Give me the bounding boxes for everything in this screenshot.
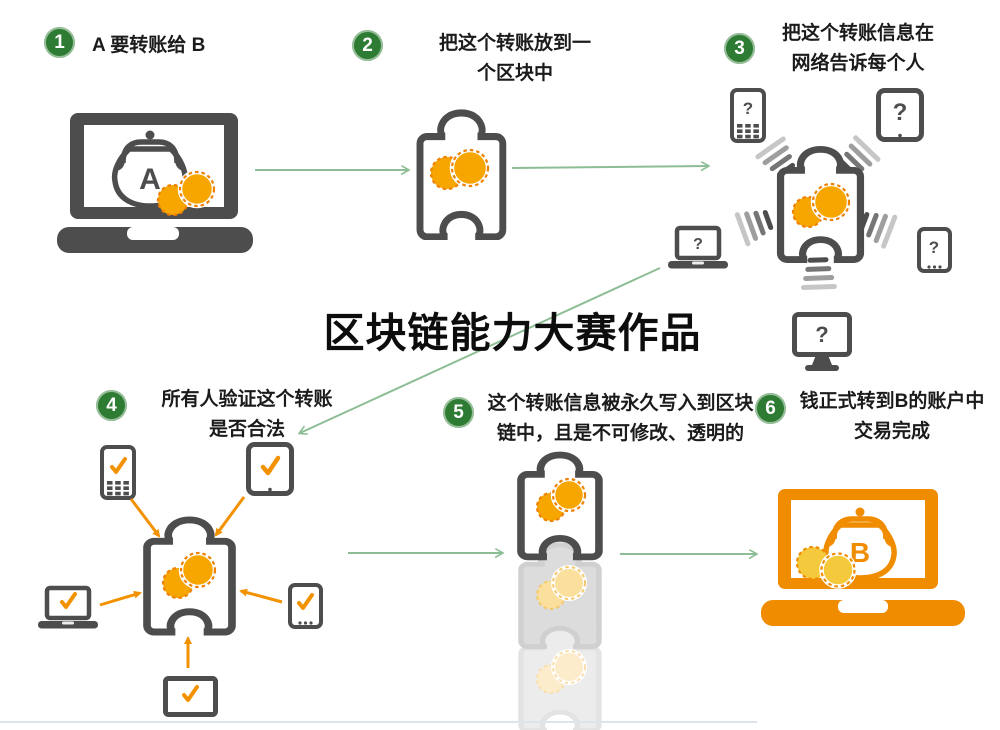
laptop-b-icon: B <box>761 489 965 626</box>
verify-arrow <box>214 496 246 537</box>
step-4-badge: 4 <box>96 390 127 421</box>
question-mark: ? <box>893 99 908 126</box>
step-6-label: 钱正式转到B的账户中 交易完成 <box>792 387 992 447</box>
verify-arrow <box>99 590 142 607</box>
chain-block-faded-2 <box>521 629 599 730</box>
step-3-label: 把这个转账信息在 网络告诉每个人 <box>758 19 958 79</box>
check-icon <box>182 685 199 702</box>
step-2-label: 把这个转账放到一 个区块中 <box>395 29 635 89</box>
step-6-label-line1: 钱正式转到B的账户中 <box>799 391 985 412</box>
step-1-badge: 1 <box>44 27 75 58</box>
coins-icon <box>795 545 857 589</box>
step-4-label: 所有人验证这个转账 是否合法 <box>133 385 361 445</box>
step-5-badge: 5 <box>443 397 474 428</box>
verify-arrow <box>129 498 161 538</box>
step-5-label-line1: 这个转账信息被永久写入到区块 <box>487 393 754 414</box>
coins-icon <box>429 147 491 191</box>
wallet-b-label: B <box>850 537 870 568</box>
arrow-step3-step4 <box>300 267 661 433</box>
step-1-label-line1: A 要转账给 B <box>92 35 206 56</box>
blockchain-chain-icon <box>505 450 615 730</box>
check-icon <box>110 457 127 474</box>
coins-icon <box>161 550 218 600</box>
verify-arrow <box>239 588 283 604</box>
arrow-step2-step3 <box>511 166 708 168</box>
coins-icon <box>791 181 852 229</box>
step-1-label: A 要转账给 B <box>92 31 205 61</box>
chain-block-faded-1 <box>521 545 599 647</box>
question-mark: ? <box>815 322 828 347</box>
laptop-icon <box>38 588 98 629</box>
step-5-label-line2: 链中，且是不可修改、透明的 <box>496 423 744 445</box>
step-4-label-line1: 所有人验证这个转账 <box>161 389 333 410</box>
step-3-label-line1: 把这个转账信息在 <box>781 23 934 44</box>
step-3-label-line2: 网络告诉每个人 <box>791 53 925 75</box>
step-2-label-line2: 个区块中 <box>476 63 553 85</box>
step-6-badge: 6 <box>755 393 786 424</box>
question-mark: ? <box>929 238 939 257</box>
question-mark: ? <box>743 99 753 118</box>
check-icon <box>297 593 314 610</box>
wallet-a-label: A <box>139 163 161 196</box>
step-5-label: 这个转账信息被永久写入到区块 链中，且是不可修改、透明的 <box>478 389 763 449</box>
step-6-label-line2: 交易完成 <box>853 421 930 443</box>
step-4-label-line2: 是否合法 <box>208 419 285 441</box>
step-2-badge: 2 <box>352 30 383 61</box>
network-broadcast-cluster: ? ? ? ? ? <box>650 88 952 380</box>
laptop-a-icon: A <box>57 113 253 253</box>
question-mark: ? <box>693 236 703 253</box>
page-title: 区块链能力大赛作品 <box>323 310 702 356</box>
step-3-badge: 3 <box>724 33 755 64</box>
check-icon <box>260 455 281 476</box>
chain-block-solid <box>521 455 599 557</box>
bottom-divider <box>0 721 757 723</box>
verification-cluster <box>30 435 323 720</box>
check-icon <box>60 592 77 609</box>
coins-icon <box>156 169 217 217</box>
block-puzzle-icon <box>400 100 520 240</box>
step-2-label-line1: 把这个转账放到一 <box>438 33 591 54</box>
